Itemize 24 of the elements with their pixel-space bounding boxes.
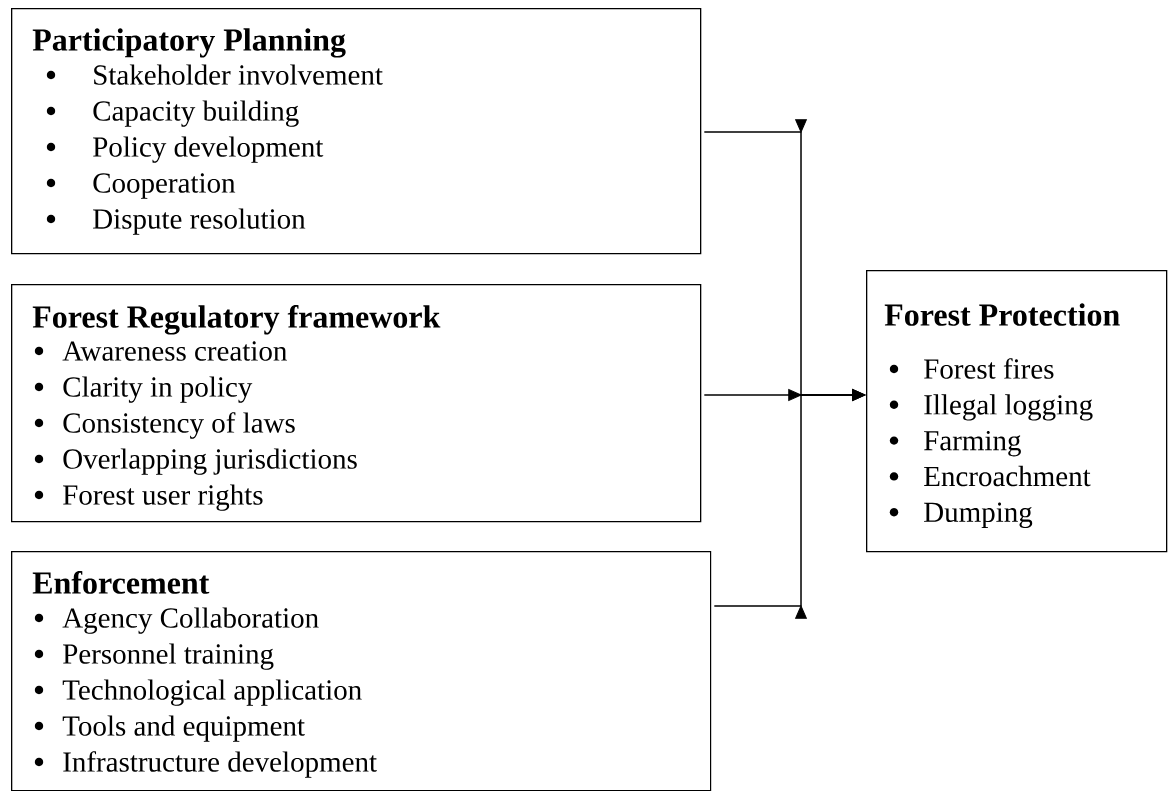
list-item: Capacity building <box>93 100 299 127</box>
list-item: Personnel training <box>63 643 274 670</box>
list-item: Forest user rights <box>63 484 263 511</box>
list-item: Policy development <box>93 136 324 163</box>
list-item: Cooperation <box>93 173 236 199</box>
list-item: Illegal logging <box>924 394 1093 421</box>
list-item: Clarity in policy <box>63 376 253 403</box>
heading: Participatory Planning <box>32 28 346 58</box>
list-item: Dispute resolution <box>93 208 306 235</box>
list-item: Farming <box>924 430 1021 457</box>
list-item: Dumping <box>924 502 1033 528</box>
list-item: Forest fires <box>924 358 1054 379</box>
list-item: Consistency of laws <box>63 412 295 439</box>
list-item: Tools and equipment <box>62 715 305 742</box>
list-item: Awareness creation <box>62 341 287 361</box>
heading: Enforcement <box>32 571 210 594</box>
list-item: Agency Collaboration <box>62 607 319 634</box>
list-item: Infrastructure development <box>63 751 377 778</box>
list-item: Technological application <box>62 679 362 706</box>
list-item: Stakeholder involvement <box>94 64 383 85</box>
list-item: Encroachment <box>924 465 1091 487</box>
list-item: Overlapping jurisdictions <box>63 448 357 475</box>
heading: Forest Regulatory framework <box>32 305 441 335</box>
heading: Forest Protection <box>884 303 1120 326</box>
